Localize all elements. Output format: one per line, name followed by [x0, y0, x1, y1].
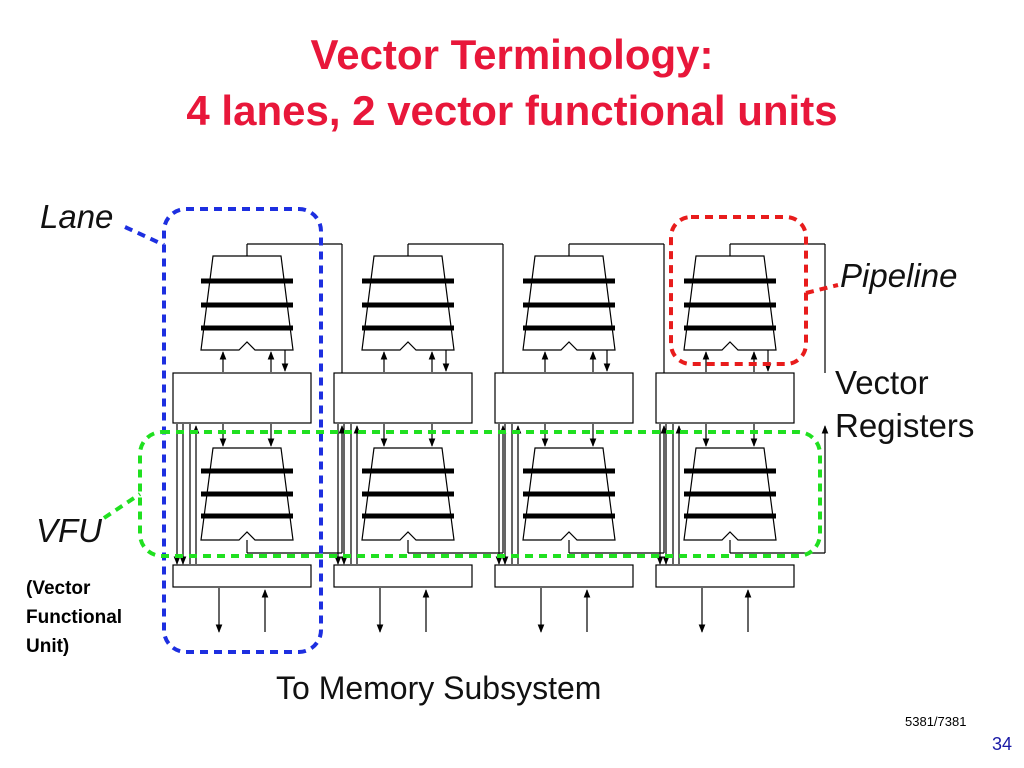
- pipeline-label: Pipeline: [840, 257, 958, 294]
- title-line-2: 4 lanes, 2 vector functional units: [186, 87, 838, 134]
- pipeline-outline: [669, 215, 808, 366]
- vector-register-file: [172, 372, 312, 424]
- vfu-expansion-line: (Vector: [26, 578, 91, 599]
- memory-port-block: [172, 564, 312, 588]
- vector-registers-label-line-2: Registers: [835, 407, 975, 444]
- lane-label: Lane: [40, 198, 114, 235]
- vector-register-file: [494, 372, 634, 424]
- memory-port-block: [494, 564, 634, 588]
- vfu-callout-line: [102, 492, 142, 520]
- vfu-expansion-line: Unit): [26, 636, 70, 657]
- vector-register-file: [333, 372, 473, 424]
- lanes-layer: [172, 243, 829, 633]
- title-line-1: Vector Terminology:: [310, 31, 714, 78]
- page-number: 34: [991, 734, 1012, 754]
- lane-callout-line: [124, 225, 165, 247]
- vfu-label: VFU: [36, 512, 102, 549]
- vfu-expansion-line: Functional: [26, 607, 123, 628]
- pipeline-callout-line: [805, 283, 839, 295]
- course-number: 5381/7381: [905, 714, 967, 729]
- vector-registers-label-line-1: Vector: [835, 364, 929, 401]
- vector-register-file: [655, 372, 795, 424]
- vfu-expansion: (Vector Functional Unit): [26, 574, 166, 661]
- memory-port-block: [333, 564, 473, 588]
- memory-subsystem-label: To Memory Subsystem: [276, 670, 602, 706]
- memory-port-block: [655, 564, 795, 588]
